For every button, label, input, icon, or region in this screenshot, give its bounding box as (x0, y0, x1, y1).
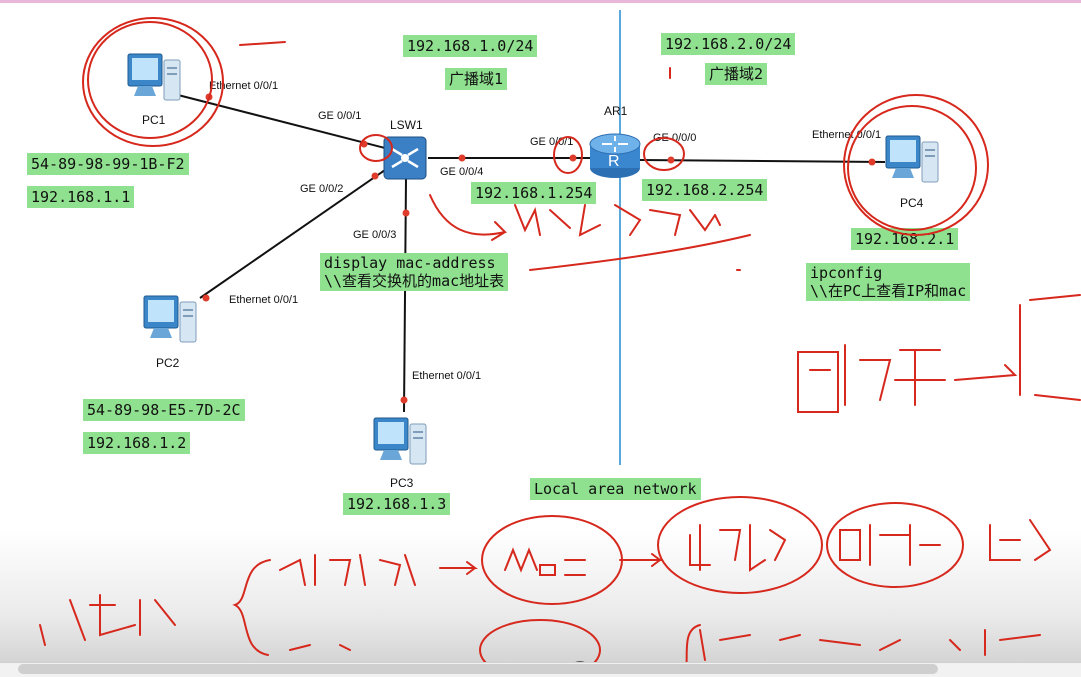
port-dot (667, 156, 675, 164)
switch-port-ge2: GE 0/0/2 (300, 183, 344, 195)
pc3-name: PC3 (390, 476, 414, 490)
bottom-shade (0, 530, 1081, 676)
broadcast-domain-1: 广播域1 (445, 68, 508, 90)
port-dot (400, 396, 408, 404)
broadcast-domain-2: 广播域2 (705, 63, 768, 85)
port-dot (868, 158, 876, 166)
pc4-port-label: Ethernet 0/0/1 (812, 129, 882, 141)
broadcast-divider-line (619, 10, 621, 465)
switch-port-ge3: GE 0/0/3 (353, 229, 397, 241)
port-dot (205, 93, 213, 101)
pc2-computer-icon[interactable] (140, 292, 200, 352)
pc4-name: PC4 (900, 196, 924, 210)
router-icon[interactable]: R (588, 128, 642, 180)
gateway-right-label: 192.168.2.254 (642, 179, 768, 201)
scrollbar-thumb[interactable] (18, 664, 938, 674)
router-port-ge1: GE 0/0/1 (530, 136, 574, 148)
pc1-port-label: Ethernet 0/0/1 (209, 80, 279, 92)
port-dot (569, 154, 577, 162)
pc-command-label: ipconfig \\在PC上查看IP和mac (806, 263, 971, 301)
link-pc2-switch (199, 169, 386, 299)
subnet-right-label: 192.168.2.0/24 (661, 33, 796, 55)
switch-name: LSW1 (390, 118, 423, 132)
pc3-port-label: Ethernet 0/0/1 (412, 370, 482, 382)
pc2-port-label: Ethernet 0/0/1 (229, 294, 299, 306)
pc4-computer-icon[interactable] (882, 132, 942, 192)
svg-text:R: R (608, 153, 620, 170)
pc2-name: PC2 (156, 356, 180, 370)
pc1-mac-label: 54-89-98-99-1B-F2 (27, 153, 189, 175)
port-dot (458, 154, 466, 162)
switch-icon[interactable] (382, 135, 428, 181)
pc3-computer-icon[interactable] (370, 414, 430, 474)
router-name: AR1 (604, 104, 628, 118)
port-dot (402, 209, 410, 217)
lan-label: Local area network (530, 478, 701, 500)
switch-port-ge1: GE 0/0/1 (318, 110, 362, 122)
pc1-name: PC1 (142, 113, 166, 127)
pc1-ip-label: 192.168.1.1 (27, 186, 135, 208)
switch-command-label: display mac-address \\查看交换机的mac地址表 (320, 253, 509, 291)
link-router-pc4 (639, 159, 886, 163)
port-dot (202, 294, 210, 302)
pc4-ip-label: 192.168.2.1 (851, 228, 959, 250)
top-accent-bar (0, 0, 1081, 3)
pc2-ip-label: 192.168.1.2 (83, 432, 191, 454)
switch-port-ge4: GE 0/0/4 (440, 166, 484, 178)
subnet-left-label: 192.168.1.0/24 (403, 35, 538, 57)
pc3-ip-label: 192.168.1.3 (343, 493, 451, 515)
pc1-computer-icon[interactable] (124, 50, 184, 110)
router-port-ge0: GE 0/0/0 (653, 132, 697, 144)
port-dot (360, 140, 368, 148)
gateway-left-label: 192.168.1.254 (471, 182, 597, 204)
link-pc3-switch (403, 177, 407, 413)
pc2-mac-label: 54-89-98-E5-7D-2C (83, 399, 245, 421)
port-dot (371, 172, 379, 180)
